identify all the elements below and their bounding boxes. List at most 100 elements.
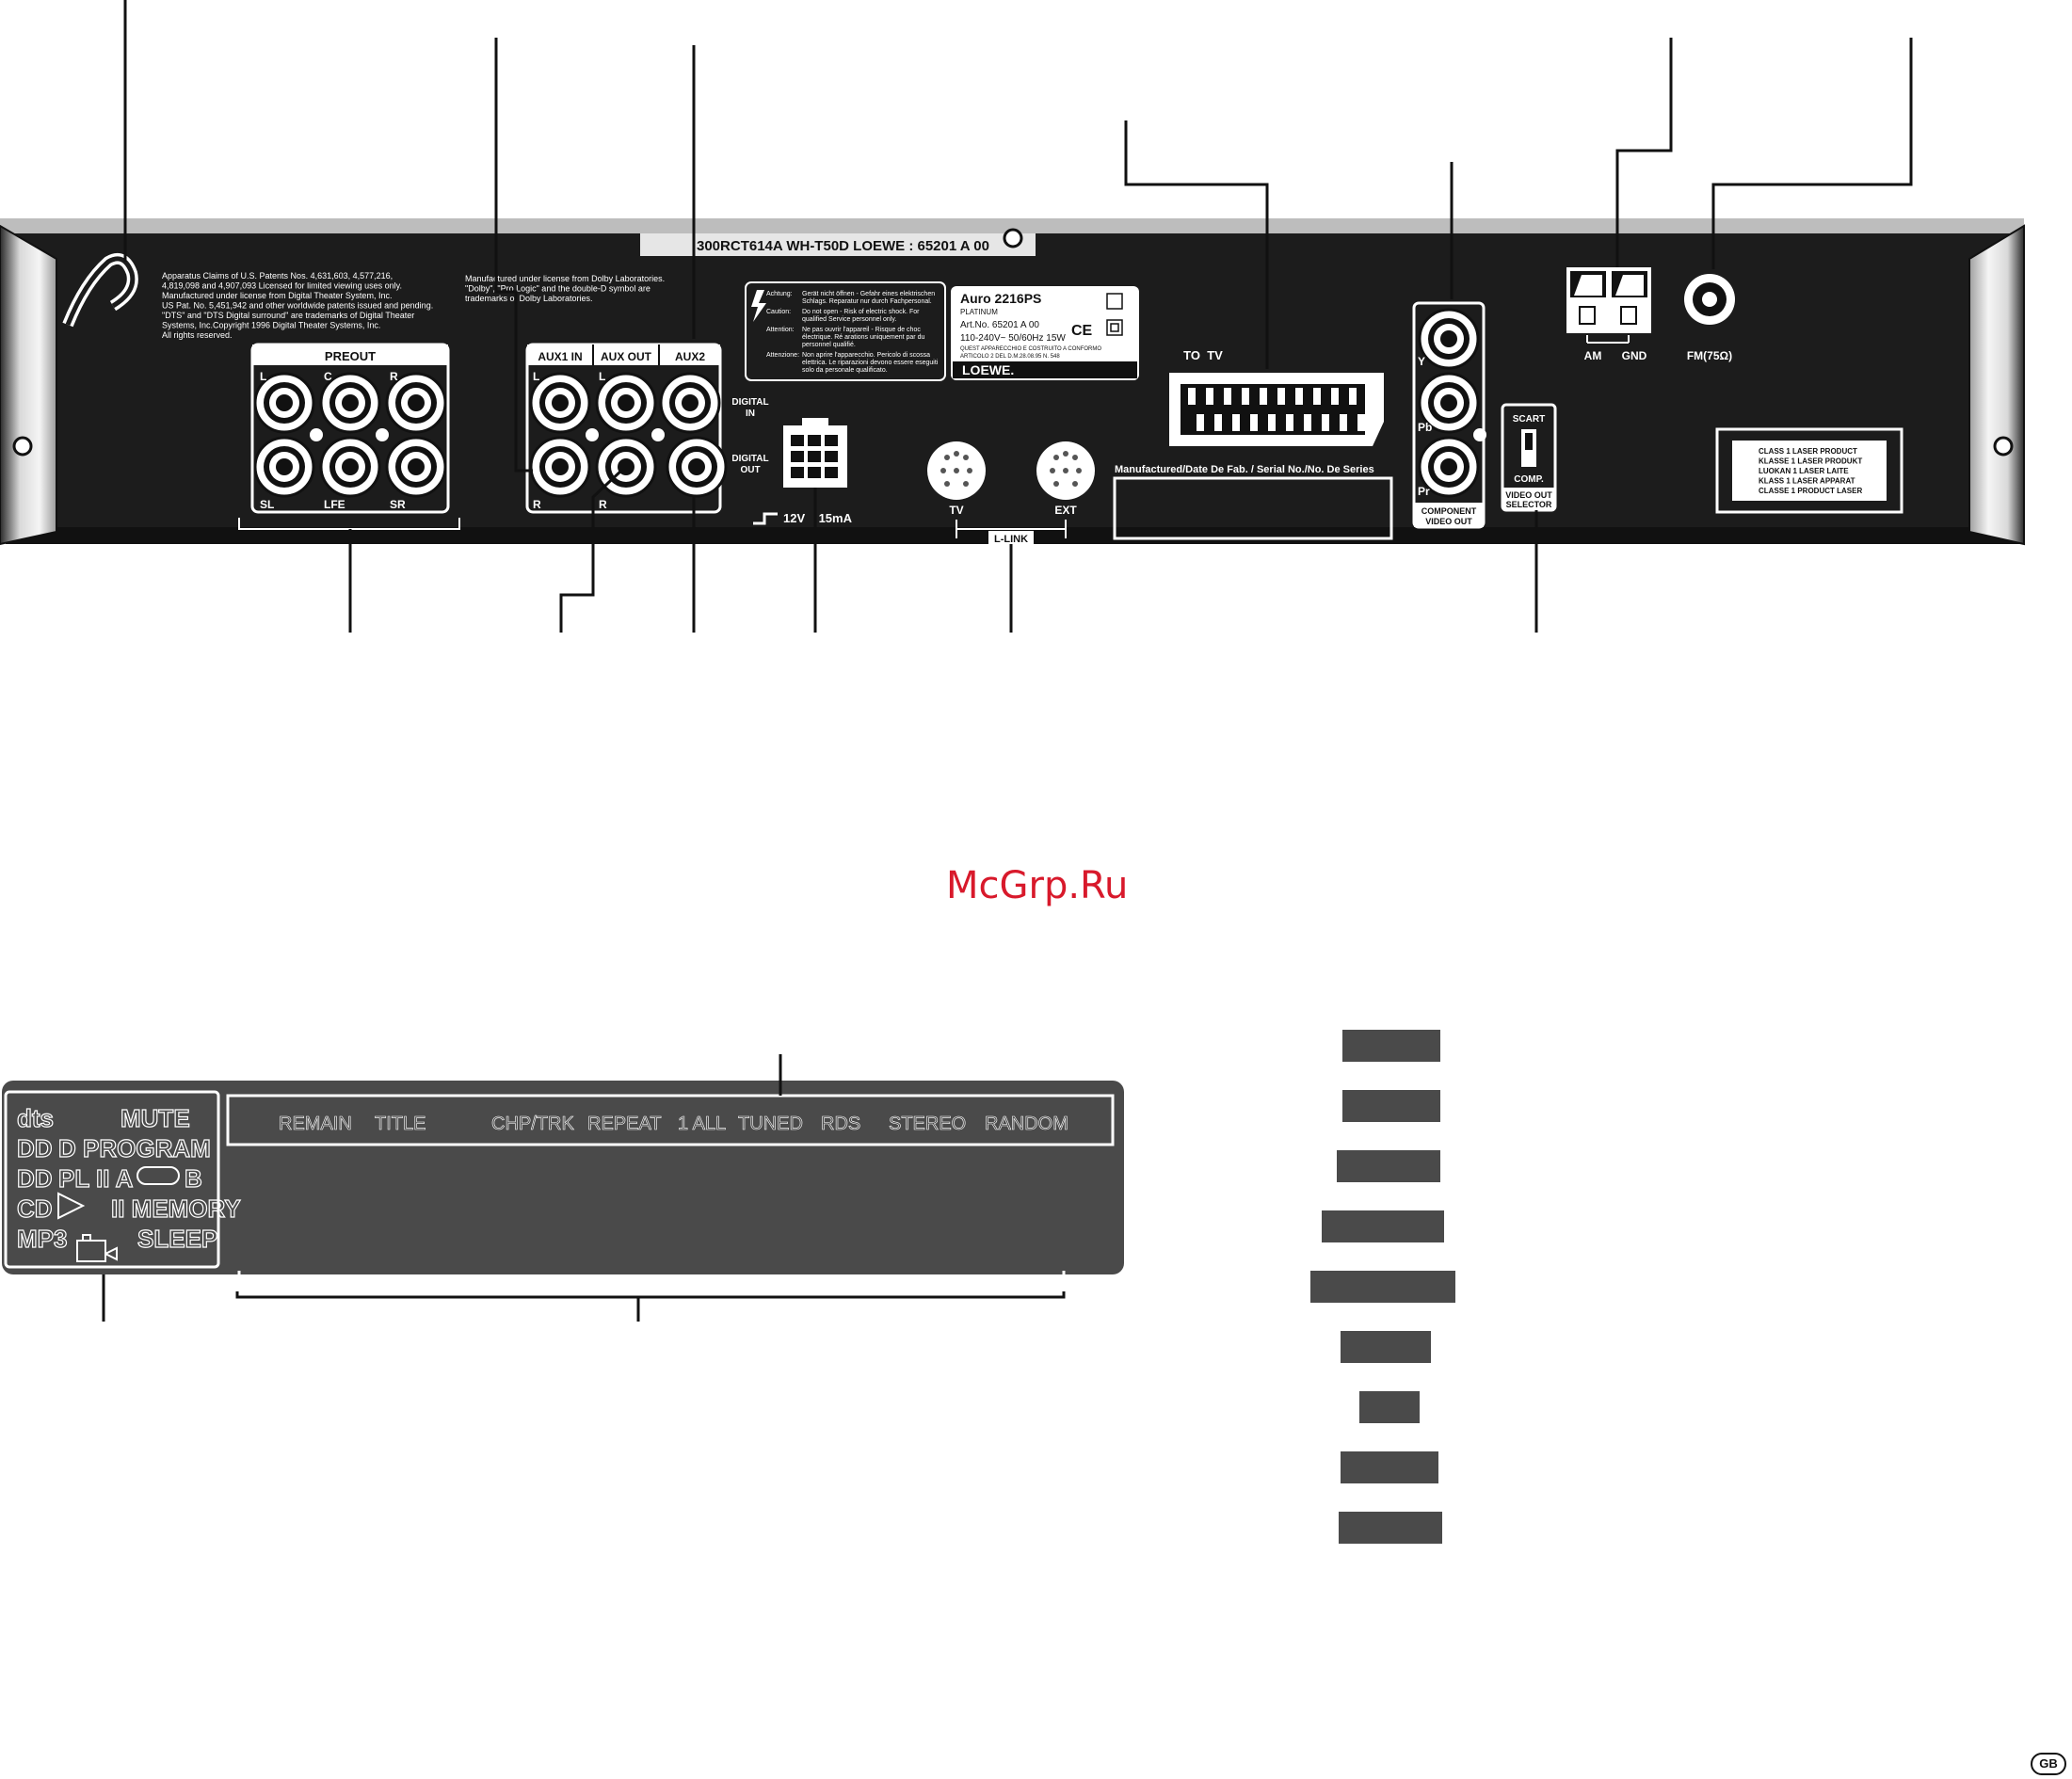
- am-label: AM: [1584, 349, 1602, 362]
- scart-pin: [1295, 388, 1303, 405]
- warning-key: Caution:: [766, 309, 791, 315]
- rating-fine-1: QUEST APPARECCHIO E COSTRUITO A CONFORMO: [960, 346, 1101, 352]
- scart-pin: [1349, 388, 1357, 405]
- indicator-title: TITLE: [375, 1114, 426, 1134]
- watermark: McGrp.Ru: [946, 864, 1129, 907]
- preout-label-r: R: [390, 370, 398, 383]
- digital-out-label-1: DIGITAL: [731, 454, 768, 464]
- callout-lines: [123, 0, 1913, 633]
- gnd-label: GND: [1622, 349, 1647, 362]
- power-cord-icon: [62, 253, 138, 328]
- preout-label-sr: SR: [390, 498, 406, 511]
- llink-ext-label: EXT: [1054, 504, 1077, 517]
- patent-line: All rights reserved.: [162, 330, 233, 340]
- preout-lfe-jack[interactable]: [319, 436, 381, 498]
- patent-line: Manufactured under license from Digital …: [162, 291, 392, 300]
- legend-bars: [1310, 1030, 1455, 1544]
- indicator-remain: REMAIN: [279, 1114, 352, 1134]
- rating-art: Art.No. 65201 A 00: [960, 320, 1039, 330]
- component-pb-label: Pb: [1418, 421, 1432, 434]
- laser-line: CLASSE 1 PRODUCT LASER: [1759, 487, 1862, 495]
- scart-pin: [1224, 388, 1231, 405]
- laser-line: KLASS 1 LASER APPARAT: [1759, 477, 1855, 486]
- 12v-trigger-connector[interactable]: [783, 418, 847, 488]
- rating-fine-2: ARTICOLO 2 DEL D.M.28.08.95 N. 548: [960, 354, 1060, 360]
- patent-line: "DTS" and "DTS Digital surround" are tra…: [162, 311, 414, 320]
- legend-bar: [1310, 1271, 1455, 1303]
- scart-connector[interactable]: [1169, 373, 1384, 446]
- preout-label-l: L: [260, 370, 266, 383]
- laser-line: CLASS 1 LASER PRODUCT: [1759, 447, 1857, 456]
- component-pr-label: Pr: [1418, 485, 1430, 498]
- legend-bar: [1342, 1090, 1440, 1122]
- warning-line: qualified Service personnel only.: [802, 316, 896, 323]
- warning-line: Gerät nicht öffnen - Gefahr eines elektr…: [802, 291, 935, 297]
- preout-label-c: C: [324, 370, 332, 383]
- pl2-ab-indicator: PL II A: [58, 1164, 134, 1193]
- aux1-in-r-jack[interactable]: [529, 436, 591, 498]
- play-icon: [57, 1192, 86, 1220]
- digital-in-label-2: IN: [746, 409, 755, 419]
- rating-model: Auro 2216PS: [960, 291, 1041, 306]
- display-callouts: [102, 1054, 1066, 1322]
- llink-name: L-LINK: [994, 534, 1028, 545]
- laser-line: LUOKAN 1 LASER LAITE: [1759, 467, 1849, 475]
- fm-antenna-jack[interactable]: [1684, 274, 1735, 325]
- scart-pin: [1304, 414, 1311, 431]
- indicator-chp-trk: CHP/TRK: [491, 1114, 574, 1134]
- dolby-digital-indicator: DD: [17, 1134, 53, 1162]
- legend-bar: [1322, 1210, 1444, 1242]
- scart-pin: [1322, 414, 1329, 431]
- component-y-label: Y: [1418, 355, 1425, 368]
- mp3-indicator: MP3: [17, 1225, 67, 1253]
- aux-out-r-jack[interactable]: [595, 436, 657, 498]
- scart-pin: [1268, 414, 1276, 431]
- legend-bar: [1341, 1451, 1438, 1483]
- aux1-l-label: L: [533, 370, 539, 383]
- llink-tv-label: TV: [949, 504, 963, 517]
- warning-line: elettrica. Le riparazioni devono essere …: [802, 360, 939, 366]
- scart-pin: [1242, 388, 1249, 405]
- indicator-1-all: 1 ALL: [678, 1114, 726, 1134]
- preout-sl-jack[interactable]: [253, 436, 315, 498]
- legend-bar: [1341, 1331, 1431, 1363]
- scart-pin: [1313, 388, 1321, 405]
- dolby-line: Manufactured under license from Dolby La…: [465, 274, 665, 283]
- cd-indicator: CD: [17, 1194, 53, 1223]
- dolby-line: "Dolby", "Pro Logic" and the double-D sy…: [465, 284, 651, 294]
- preout-title: PREOUT: [325, 349, 376, 363]
- aux2-digital-in-jack[interactable]: [659, 372, 721, 434]
- left-screw-icon: [12, 436, 33, 457]
- component-caption-1: COMPONENT: [1421, 506, 1477, 516]
- warning-label: Achtung:Gerät nicht öffnen - Gefahr eine…: [745, 281, 946, 381]
- warning-line: Ne pas ouvrir l'appareil - Risque de cho…: [802, 327, 921, 333]
- warning-line: Do not open - Risk of electric shock. Fo…: [802, 309, 920, 315]
- rating-brand: LOEWE.: [962, 362, 1014, 377]
- warning-key: Attenzione:: [766, 352, 799, 359]
- rating-label: Auro 2216PS PLATINUM Art.No. 65201 A 00 …: [951, 286, 1139, 380]
- memory-indicator: II MEMORY: [111, 1194, 241, 1223]
- warning-line: Schlags. Reparatur nur durch Fachpersona…: [802, 298, 932, 305]
- scart-pin: [1232, 414, 1240, 431]
- selector-caption-2: SELECTOR: [1506, 500, 1552, 509]
- digital-in-label-1: DIGITAL: [731, 397, 768, 408]
- scart-pin: [1250, 414, 1258, 431]
- scart-pin: [1188, 388, 1196, 405]
- dolby-pl-indicator: DD: [17, 1164, 53, 1193]
- preout-label-lfe: LFE: [324, 498, 345, 511]
- digital-out-jack[interactable]: [666, 436, 728, 498]
- rating-sub: PLATINUM: [960, 308, 998, 316]
- preout-sr-jack[interactable]: [385, 436, 447, 498]
- component-y-jack[interactable]: [1418, 308, 1480, 370]
- dts-indicator: dts: [17, 1104, 54, 1132]
- indicator-tuned: TUNED: [738, 1114, 803, 1134]
- am-antenna-terminal[interactable]: [1566, 267, 1651, 344]
- page-badge: GB: [2031, 1753, 2066, 1775]
- scart-pin: [1197, 414, 1204, 431]
- patent-line: US Pat. No. 5,451,942 and other worldwid…: [162, 301, 433, 311]
- video-out-selector[interactable]: SCART COMP. VIDEO OUT SELECTOR: [1501, 403, 1557, 512]
- b-indicator: B: [185, 1164, 202, 1193]
